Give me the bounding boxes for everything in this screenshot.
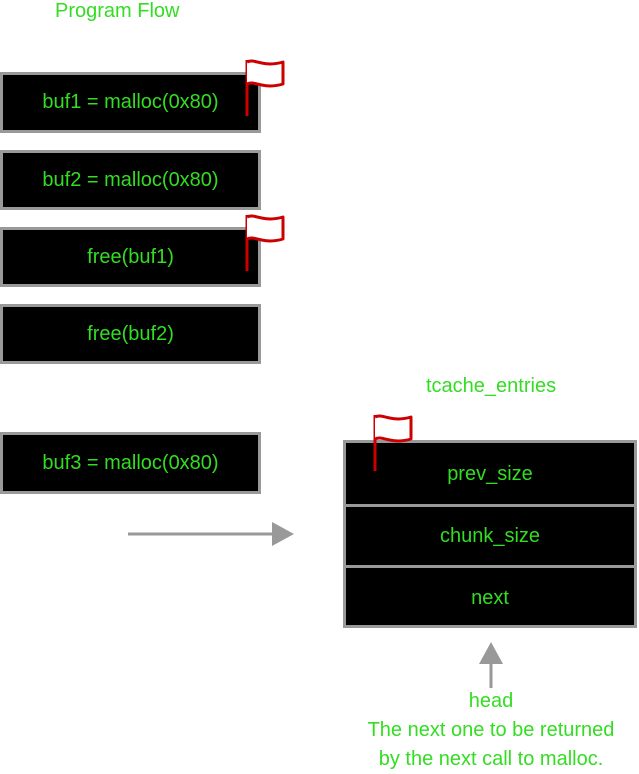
step-free-buf1: free(buf1): [0, 227, 261, 287]
flag-icon: [245, 59, 285, 116]
head-label: head: [468, 690, 514, 712]
step-label: buf3 = malloc(0x80): [42, 451, 219, 474]
field-divider: [346, 565, 634, 568]
next-field: next: [471, 586, 509, 609]
tcache-chunk: prev_size chunk_size next: [343, 440, 637, 628]
step-buf1-malloc: buf1 = malloc(0x80): [0, 72, 261, 133]
up-arrow-icon: [479, 642, 503, 688]
field-divider: [346, 504, 634, 507]
tcache-entries-title: tcache_entries: [426, 375, 557, 397]
flag-icon: [245, 214, 285, 271]
step-label: buf1 = malloc(0x80): [42, 91, 219, 113]
step-buf3-malloc: buf3 = malloc(0x80): [0, 432, 261, 494]
step-label: buf2 = malloc(0x80): [42, 168, 219, 191]
program-flow-title: Program Flow: [55, 0, 180, 22]
head-caption: head The next one to be returned by the …: [343, 687, 639, 774]
flag-icon: [373, 414, 413, 471]
step-label: free(buf1): [87, 245, 174, 268]
head-description-line1: The next one to be returned: [367, 719, 615, 741]
step-buf2-malloc: buf2 = malloc(0x80): [0, 150, 261, 210]
head-description-line2: by the next call to malloc.: [378, 748, 604, 770]
chunk-size-field: chunk_size: [439, 525, 541, 547]
right-arrow-icon: [128, 522, 294, 546]
prev-size-field: prev_size: [447, 462, 533, 485]
step-free-buf2: free(buf2): [0, 304, 261, 364]
step-label: free(buf2): [87, 322, 174, 345]
